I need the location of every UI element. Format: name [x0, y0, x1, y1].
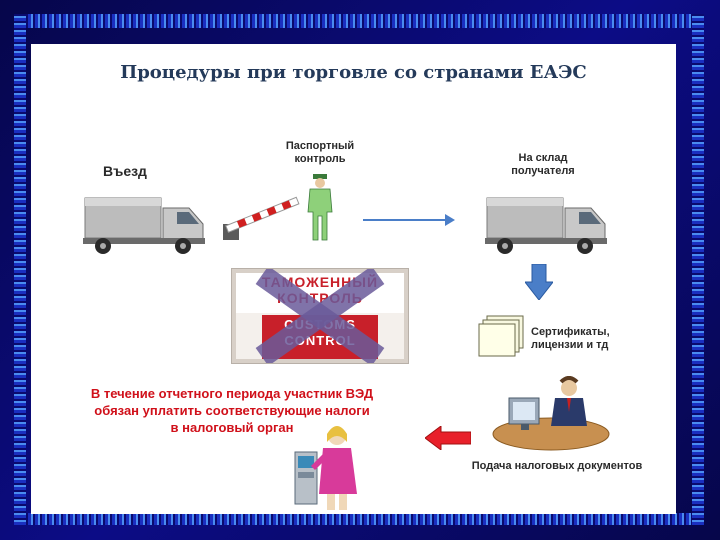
- passport-control-label: Паспортный контроль: [275, 140, 365, 166]
- passport-label-line-2: контроль: [294, 153, 346, 165]
- border-guard-icon: [307, 174, 333, 241]
- arrow-down-icon: [525, 264, 553, 300]
- arrow-right-icon: [363, 214, 455, 226]
- arrow-left-icon: [425, 426, 471, 450]
- warehouse-label: На склад получателя: [493, 152, 593, 178]
- certificates-label-line-1: Сертификаты,: [531, 326, 610, 338]
- tax-note-line-2: обязан уплатить соответствующие налоги: [94, 403, 370, 418]
- warehouse-label-line-2: получателя: [511, 165, 575, 177]
- certificates-label-line-2: лицензии и тд: [531, 339, 609, 351]
- passport-label-line-1: Паспортный: [285, 140, 355, 152]
- cross-out-icon: [255, 269, 385, 363]
- truck-left-icon: [83, 197, 205, 254]
- frame-stripe-left: [14, 14, 26, 525]
- tax-officer-icon: [294, 426, 357, 510]
- tax-documents-label: Подача налоговых документов: [471, 460, 643, 472]
- certificates-label: Сертификаты, лицензии и тд: [531, 326, 631, 352]
- barrier-gate-icon: [223, 196, 300, 240]
- frame-stripe-right: [692, 14, 704, 525]
- frame-stripe-top: [14, 14, 704, 28]
- warehouse-label-line-1: На склад: [518, 152, 568, 164]
- slide-title: Процедуры при торговле со странами ЕАЭС: [120, 62, 587, 83]
- entry-label: Въезд: [103, 163, 147, 179]
- frame-stripe-bottom: [14, 513, 704, 525]
- slide-canvas: Процедуры при торговле со странами ЕАЭС …: [31, 44, 676, 514]
- tax-note-line-1: В течение отчетного периода участник ВЭД: [90, 386, 374, 401]
- office-worker-icon: [492, 376, 610, 451]
- tax-payment-note: В течение отчетного периода участник ВЭД…: [79, 385, 385, 436]
- truck-right-icon: [485, 197, 607, 254]
- documents-stack-icon: [478, 315, 524, 357]
- customs-control-sign: ТАМОЖЕННЫЙ КОНТРОЛЬ CUSTOMS CONTROL: [231, 268, 409, 364]
- tax-note-line-3: в налоговый орган: [170, 420, 294, 435]
